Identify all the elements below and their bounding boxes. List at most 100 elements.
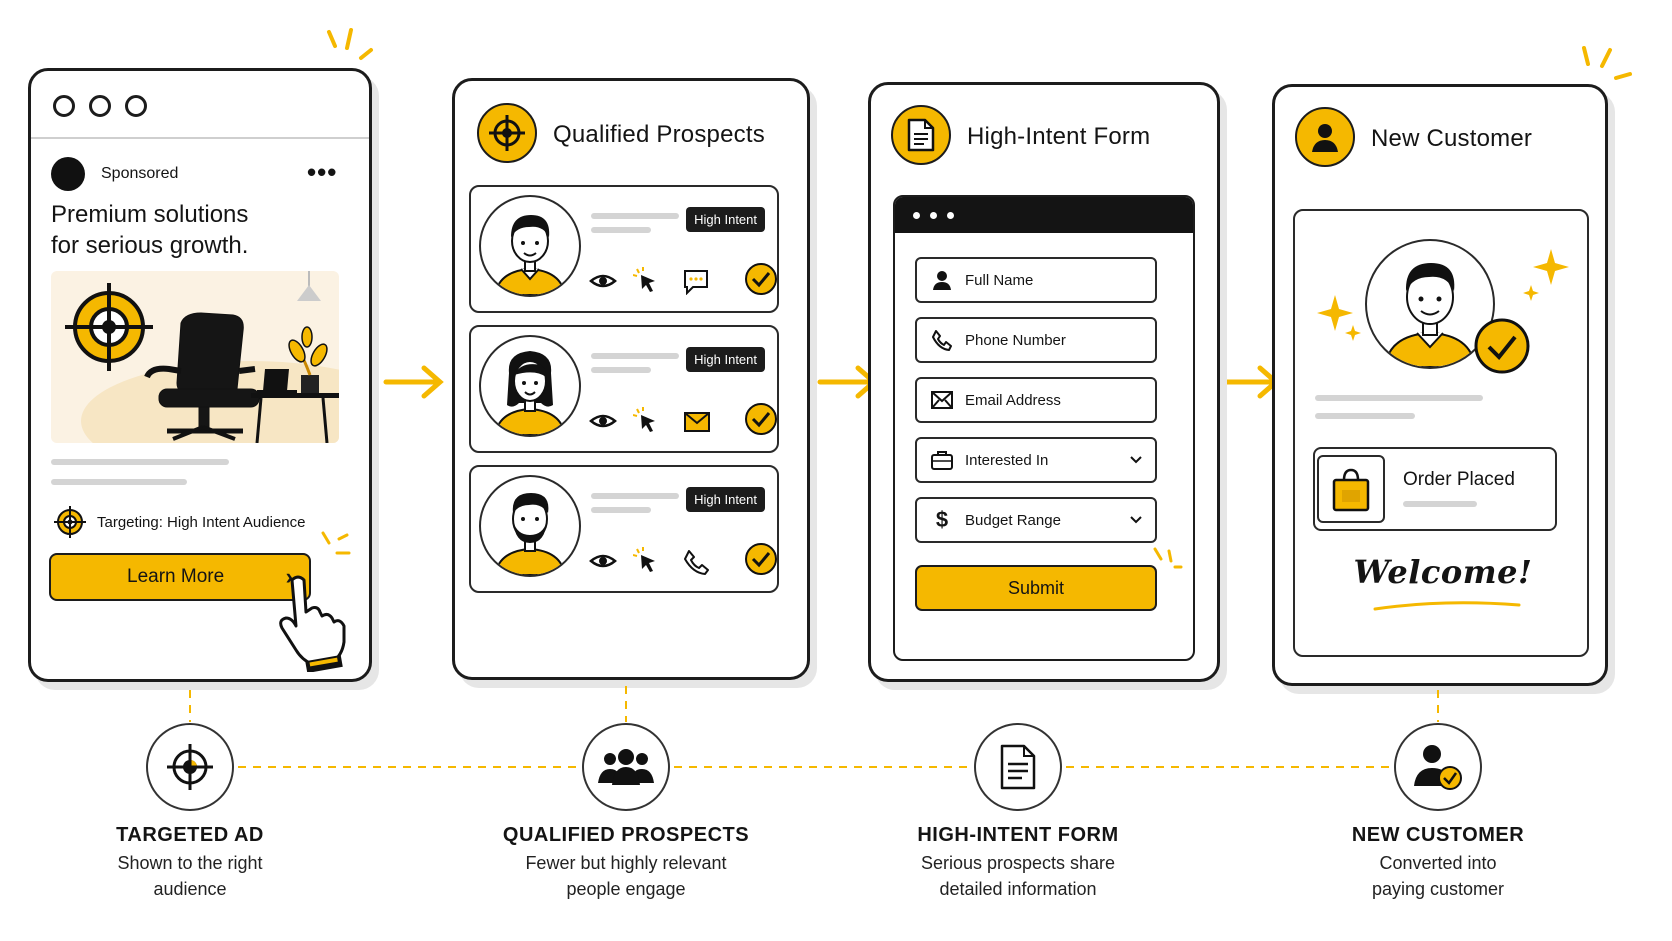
high-intent-badge: High Intent [686,487,765,512]
field-label: Email Address [965,391,1061,409]
customer-card: Order Placed Welcome! [1293,209,1589,657]
window-dot-icon [930,211,937,219]
placeholder-line [591,227,651,233]
learn-more-button[interactable]: Learn More › [49,553,311,601]
eye-icon [589,554,617,568]
document-icon [1000,744,1036,790]
step-title: NEW CUSTOMER [1351,824,1525,846]
target-icon [54,506,86,538]
field-label: Interested In [965,451,1049,469]
field-label: Budget Range [965,511,1061,529]
cursor-click-icon [633,547,655,572]
shopping-bag-box [1317,455,1385,523]
high-intent-badge: High Intent [686,207,765,232]
panel-title: Qualified Prospects [553,121,765,148]
check-circle-icon [1474,318,1530,374]
crosshair-icon [167,744,213,790]
more-options-icon[interactable]: ••• [307,157,338,187]
prospect-card[interactable]: High Intent [469,185,779,313]
window-dot-icon [125,95,147,117]
order-placed-label: Order Placed [1403,469,1515,490]
flow-arrow-icon [383,365,444,399]
target-badge-icon [477,103,537,163]
placeholder-line [1315,395,1483,401]
targeting-row: Targeting: High Intent Audience [53,505,305,539]
placeholder-line [591,493,679,499]
step-form-icon-circle [974,723,1062,811]
eye-icon [589,274,617,288]
phone-icon [931,329,953,351]
window-dot-icon [89,95,111,117]
check-circle-icon [745,403,777,435]
window-dot-icon [947,211,954,219]
form-panel: High-Intent Form Full Name Phone Number … [868,82,1220,682]
office-chair-illustration [65,271,339,443]
shopping-bag-icon [1332,468,1370,512]
welcome-text: Welcome! [1353,553,1533,591]
underline-swoosh [1373,601,1521,611]
order-placed-card[interactable]: Order Placed [1313,447,1557,531]
user-icon [931,269,953,291]
placeholder-line [1403,501,1477,507]
placeholder-line [591,507,651,513]
full-name-field[interactable]: Full Name [915,257,1157,303]
targeting-label: Targeting: High Intent Audience [97,513,306,531]
field-label: Phone Number [965,331,1066,349]
briefcase-icon [931,449,953,471]
submit-button[interactable]: Submit [915,565,1157,611]
step-title: QUALIFIED PROSPECTS [502,824,750,846]
form-window: Full Name Phone Number Email Address Int… [893,195,1195,661]
user-check-icon [1414,745,1462,790]
panel-title: New Customer [1371,125,1533,152]
email-address-field[interactable]: Email Address [915,377,1157,423]
placeholder-line [51,479,187,485]
panel-title: High-Intent Form [967,123,1151,150]
placeholder-line [51,459,229,465]
cursor-click-icon [633,267,655,292]
customer-avatar [1365,239,1495,369]
interested-in-select[interactable]: Interested In [915,437,1157,483]
chevron-right-icon: › [285,564,293,589]
phone-number-field[interactable]: Phone Number [915,317,1157,363]
advertiser-avatar [51,157,85,191]
submit-label: Submit [1007,577,1065,598]
pointer-hand-icon [279,575,346,672]
learn-more-label: Learn More [127,566,225,587]
field-label: Full Name [965,271,1034,289]
sponsored-label: Sponsored [101,165,179,182]
envelope-icon [684,412,710,432]
step-customer-icon-circle [1394,723,1482,811]
dollar-icon: $ [935,507,949,532]
window-dots [53,95,147,117]
prospects-panel: Qualified Prospects High Intent [452,78,810,680]
chevron-down-icon [1130,456,1142,464]
envelope-icon [931,389,953,411]
eye-icon [589,414,617,428]
budget-range-select[interactable]: $ Budget Range [915,497,1157,543]
placeholder-line [591,353,679,359]
form-window-titlebar [895,197,1193,233]
group-icon [598,749,654,785]
placeholder-line [591,213,679,219]
document-badge-icon [891,105,951,165]
step-prospects-icon-circle [582,723,670,811]
high-intent-badge: High Intent [686,347,765,372]
customer-panel: New Customer [1272,84,1608,686]
burst-lines-icon [1153,547,1183,569]
ad-image [51,271,339,443]
prospect-card[interactable]: High Intent [469,465,779,593]
prospect-avatar [479,195,581,297]
window-dot-icon [53,95,75,117]
placeholder-line [1315,413,1415,419]
check-circle-icon [745,543,777,575]
prospect-card[interactable]: High Intent [469,325,779,453]
phone-icon [684,550,709,575]
burst-lines-icon [321,531,351,555]
window-dot-icon [913,211,920,219]
user-badge-icon [1295,107,1355,167]
burst-lines-icon [1582,46,1632,80]
